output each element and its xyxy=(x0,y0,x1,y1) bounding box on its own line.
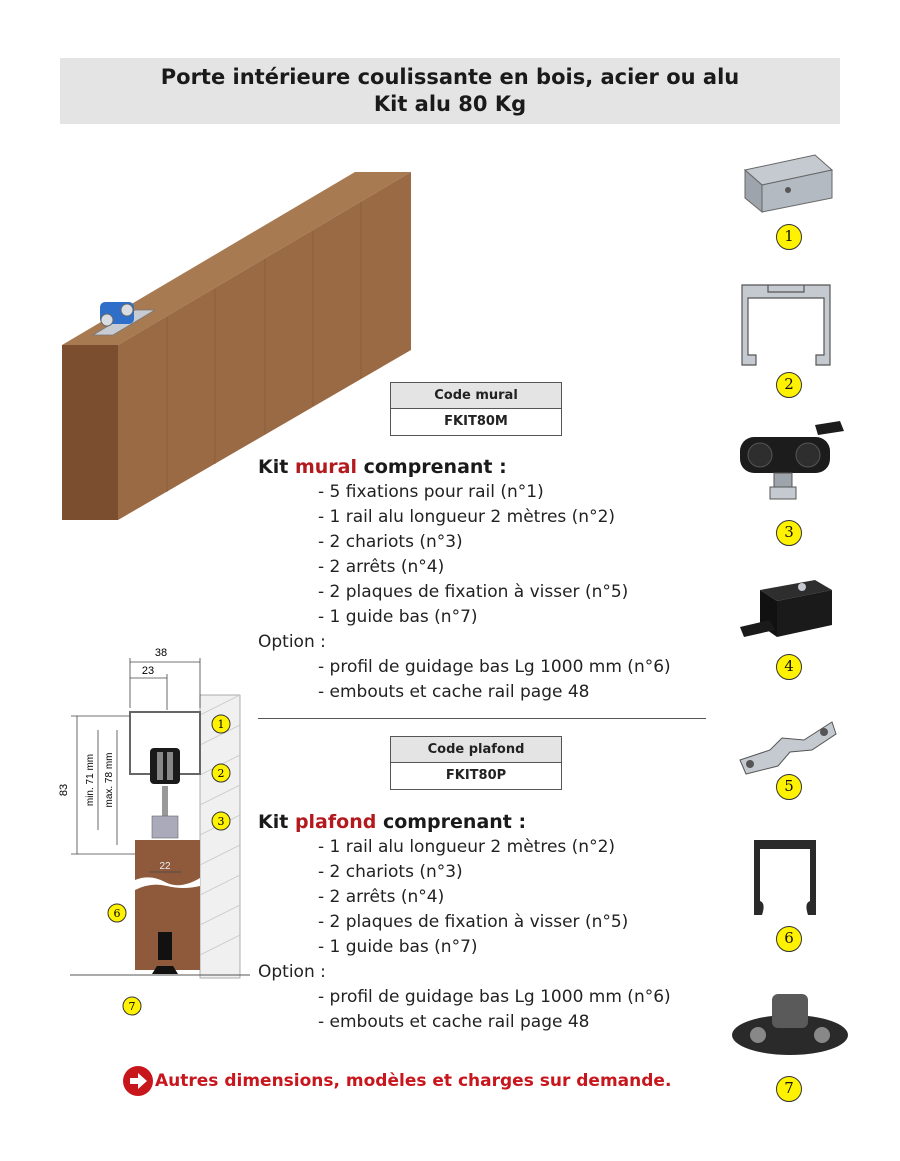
bottom-guide-icon xyxy=(732,994,848,1055)
kit-mural-option: - embouts et cache rail page 48 xyxy=(318,682,590,702)
kit-mural-highlight: mural xyxy=(294,456,357,478)
kit-plafond-item: - 1 rail alu longueur 2 mètres (n°2) xyxy=(318,837,616,857)
dim-22-label: 22 xyxy=(159,861,171,872)
sliding-door-illustration xyxy=(62,172,411,520)
kit-mural-option-label: Option : xyxy=(258,632,326,652)
kit-mural-item: - 2 plaques de fixation à visser (n°5) xyxy=(318,582,629,602)
part-number-badge: 1 xyxy=(776,224,802,250)
title-band: Porte intérieure coulissante en bois, ac… xyxy=(60,58,840,124)
kit-plafond-item: - 1 guide bas (n°7) xyxy=(318,937,478,957)
rail-section-diagram: 38 23 83 min. 71 mm max. 78 mm 22 1 2 3 … xyxy=(58,647,250,1016)
part-number-badge: 2 xyxy=(776,372,802,398)
callout-3-label: 3 xyxy=(218,815,225,828)
dim-83-label: 83 xyxy=(58,784,70,796)
kit-plafond-option: - embouts et cache rail page 48 xyxy=(318,1012,590,1032)
kit-mural-option: - profil de guidage bas Lg 1000 mm (n°6) xyxy=(318,657,671,677)
kit-mural-item: - 5 fixations pour rail (n°1) xyxy=(318,482,544,502)
part-number-badge: 5 xyxy=(776,774,802,800)
code-plafond-label: Code plafond xyxy=(391,737,561,763)
kit-mural-item: - 1 guide bas (n°7) xyxy=(318,607,478,627)
dim-23-label: 23 xyxy=(142,665,154,677)
code-mural-value: FKIT80M xyxy=(391,409,561,435)
arrow-right-circle-icon xyxy=(123,1066,153,1096)
part-number-badge: 6 xyxy=(776,926,802,952)
part-number-badge: 3 xyxy=(776,520,802,546)
callout-2-label: 2 xyxy=(218,767,225,780)
section-divider xyxy=(258,718,706,719)
kit-plafond-highlight: plafond xyxy=(294,811,377,833)
callout-2-badge xyxy=(211,763,231,783)
kit-plafond-option: - profil de guidage bas Lg 1000 mm (n°6) xyxy=(318,987,671,1007)
part-number-badge: 4 xyxy=(776,654,802,680)
footer-note: Autres dimensions, modèles et charges su… xyxy=(123,1066,671,1100)
code-plafond-value: FKIT80P xyxy=(391,763,561,789)
kit-plafond-option-label: Option : xyxy=(258,962,326,982)
callout-1-label: 1 xyxy=(218,718,225,731)
kit-mural-item: - 2 chariots (n°3) xyxy=(318,532,463,552)
kit-mural-item: - 1 rail alu longueur 2 mètres (n°2) xyxy=(318,507,616,527)
trolley-icon xyxy=(740,421,844,500)
callout-3-badge xyxy=(211,811,231,831)
page-title-line-1: Porte intérieure coulissante en bois, ac… xyxy=(160,65,740,89)
code-plafond-box: Code plafond FKIT80P xyxy=(390,736,562,790)
dim-min-label: min. 71 mm xyxy=(85,754,96,806)
callout-1-badge xyxy=(211,714,231,734)
footer-text: Autres dimensions, modèles et charges su… xyxy=(155,1071,672,1091)
stop-icon xyxy=(740,580,832,637)
callout-6-badge xyxy=(107,903,127,923)
callout-7-label: 7 xyxy=(129,1000,136,1013)
kit-mural-heading: Kit mural comprenant : xyxy=(258,456,507,478)
page-title-line-2: Kit alu 80 Kg xyxy=(373,92,527,116)
part-number-badge: 7 xyxy=(776,1076,802,1102)
kit-plafond-item: - 2 arrêts (n°4) xyxy=(318,887,445,907)
code-mural-box: Code mural FKIT80M xyxy=(390,382,562,436)
dim-max-label: max. 78 mm xyxy=(104,752,115,807)
kit-plafond-heading: Kit plafond comprenant : xyxy=(258,811,527,833)
rail-bracket-icon xyxy=(743,154,834,214)
guide-profile-icon xyxy=(754,840,816,915)
door-trolley-icon xyxy=(91,302,157,336)
callout-7-badge xyxy=(122,996,142,1016)
code-mural-label: Code mural xyxy=(391,383,561,409)
kit-plafond-item: - 2 chariots (n°3) xyxy=(318,862,463,882)
mounting-plate-icon xyxy=(739,721,837,775)
kit-mural-item: - 2 arrêts (n°4) xyxy=(318,557,445,577)
dim-38-label: 38 xyxy=(155,647,167,659)
kit-plafond-item: - 2 plaques de fixation à visser (n°5) xyxy=(318,912,629,932)
rail-profile-icon xyxy=(741,284,831,366)
callout-6-label: 6 xyxy=(114,907,121,920)
